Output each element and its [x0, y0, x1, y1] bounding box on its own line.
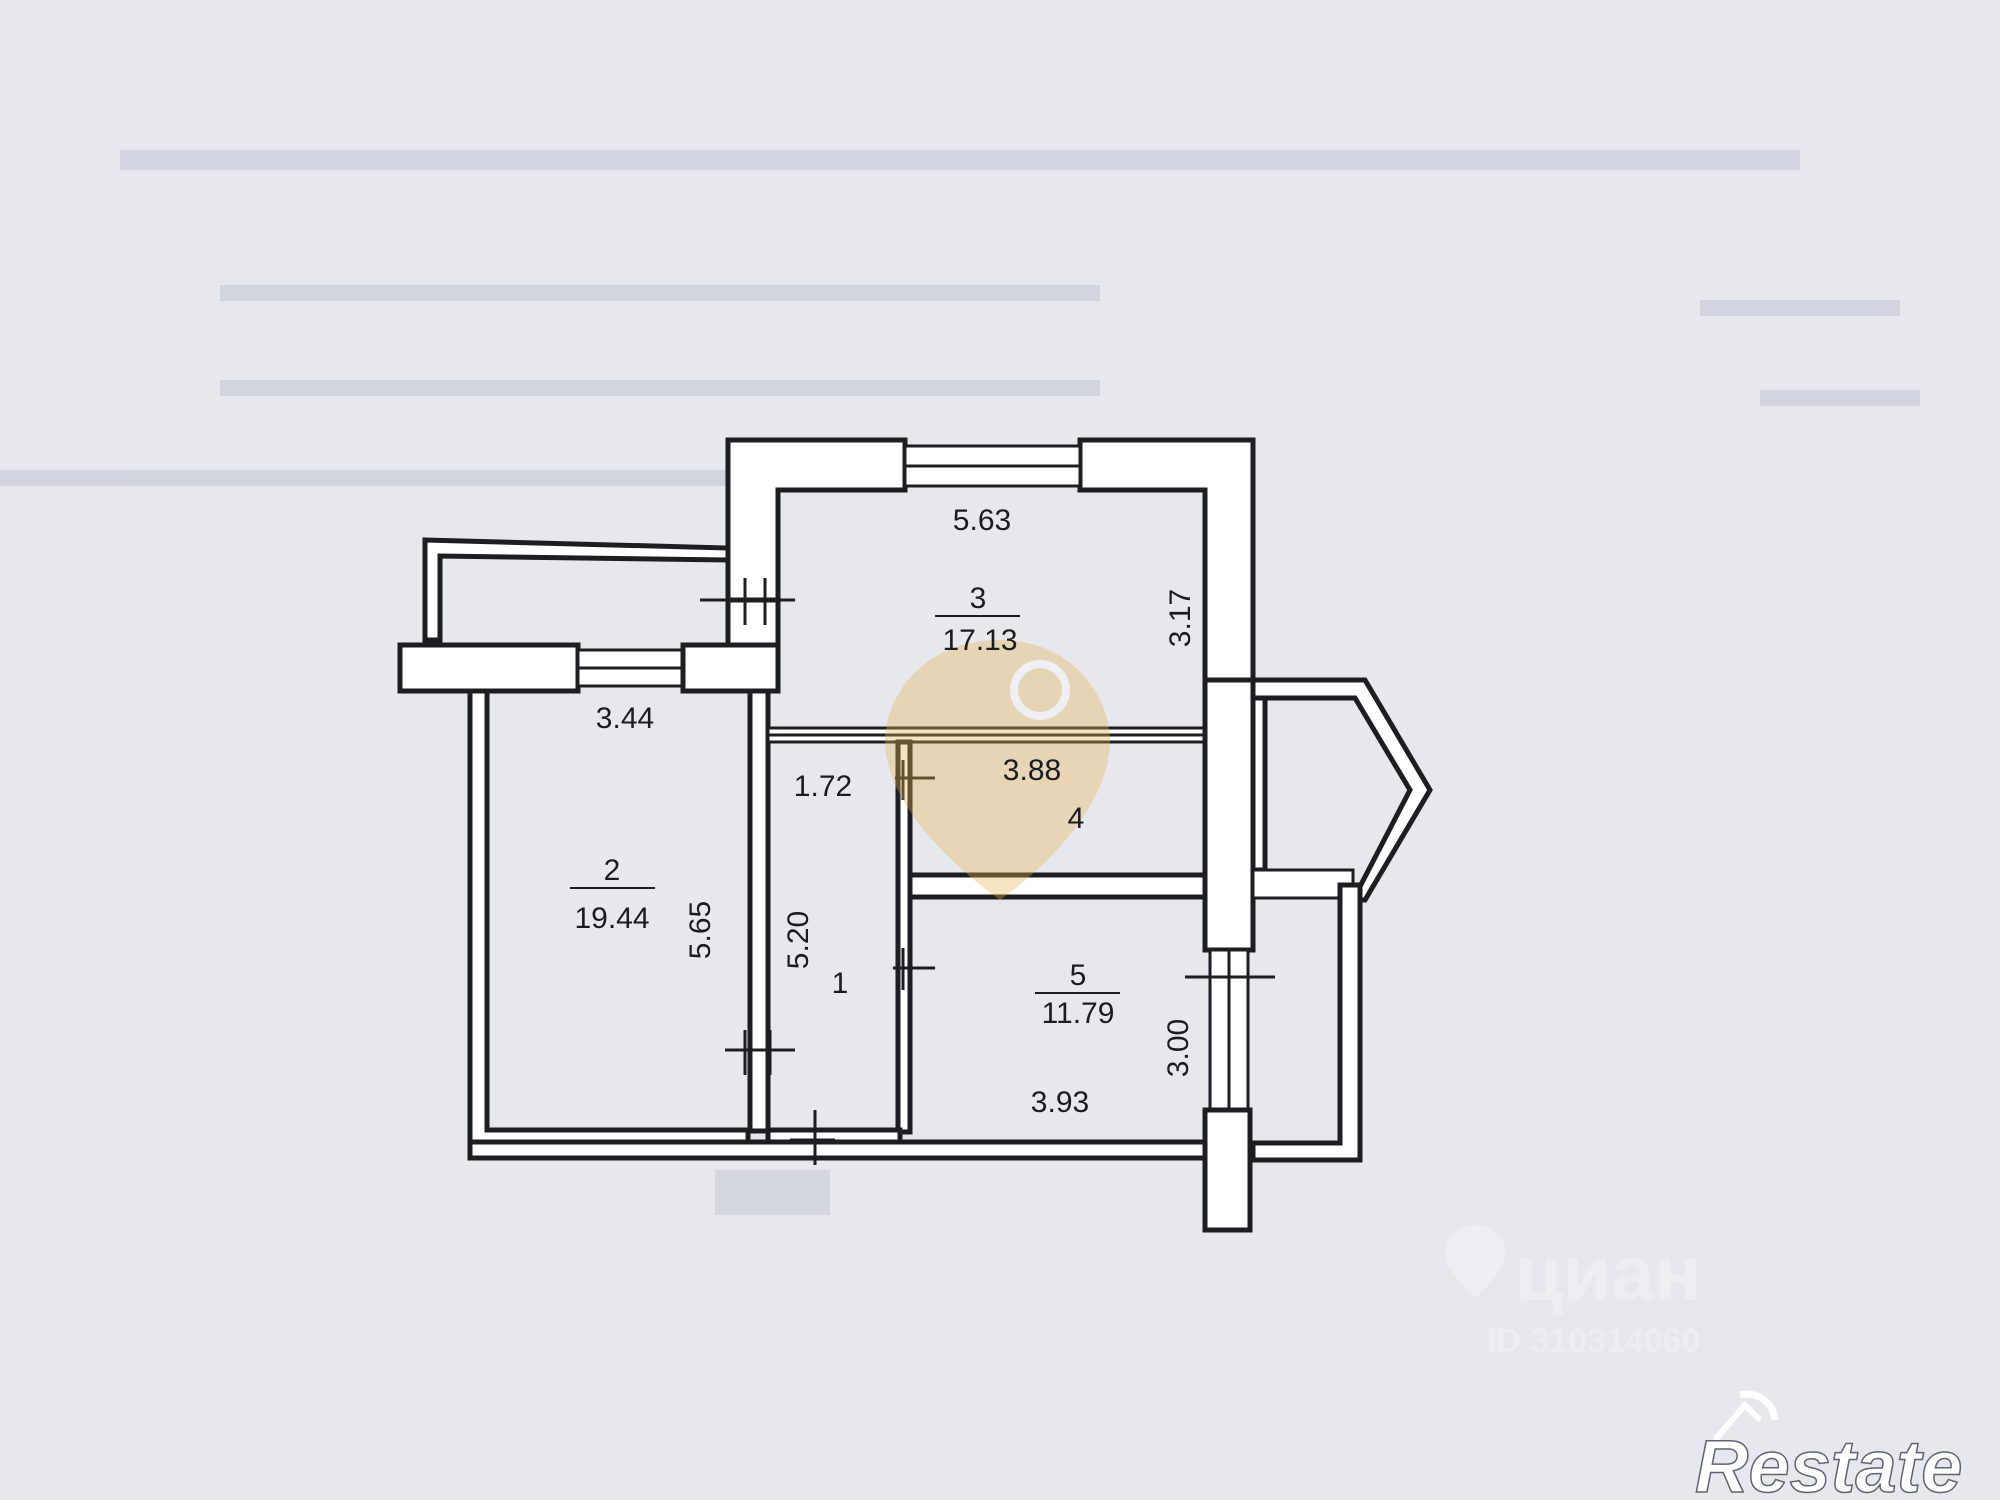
- cian-watermark: циан ID 310314060: [1445, 1225, 1701, 1360]
- wall-room2-top-left: [397, 642, 581, 694]
- cian-listing-id: ID 310314060: [1487, 1322, 1701, 1360]
- room-5-labels: 5 11.79 3.93 3.00: [1031, 959, 1195, 1119]
- wall-room2-top-right: [680, 642, 781, 694]
- cian-logo-text: циан: [1515, 1229, 1701, 1317]
- room-1-dim-width: 1.72: [794, 770, 852, 803]
- bay-window-sill: [1251, 868, 1355, 900]
- room-3-area: 17.13: [942, 624, 1017, 657]
- room-2-labels: 3.44 2 19.44 5.65: [570, 702, 717, 959]
- room-2-area: 19.44: [574, 902, 649, 935]
- room-2-dim-width: 3.44: [596, 702, 654, 735]
- partition-room4-room5: [907, 872, 1209, 900]
- room-1-dim-height: 5.20: [782, 911, 815, 969]
- walls: [397, 437, 1433, 1233]
- room-4-labels: 3.88 4: [1003, 754, 1085, 835]
- partition-corridor-rooms: [895, 739, 913, 1135]
- loggia-outline: [1250, 882, 1363, 1163]
- location-pin-watermark: [885, 640, 1110, 900]
- bay-inner-wall: [1250, 695, 1268, 873]
- room-5-number: 5: [1070, 959, 1087, 992]
- wall-right-upper: [1202, 677, 1256, 953]
- bleed-through-lines: [0, 150, 1920, 486]
- balcony-left-rail: [422, 537, 731, 643]
- partition-room2-corridor: [747, 688, 771, 1134]
- room-2-dim-height: 5.65: [684, 901, 717, 959]
- room-5-area: 11.79: [1042, 997, 1115, 1030]
- restate-logo: Restate: [1694, 1390, 1963, 1500]
- room-4-number: 4: [1068, 802, 1085, 835]
- room-2-number: 2: [604, 854, 621, 887]
- room-3-dim-width: 5.63: [953, 504, 1011, 537]
- room-3-labels: 5.63 3 17.13 3.17: [935, 504, 1197, 657]
- redaction-smudge: [715, 1170, 830, 1215]
- room-1-number: 1: [832, 967, 849, 1000]
- room-1-labels: 1.72 5.20 1: [782, 770, 852, 1000]
- wall-right-lower: [1202, 1107, 1253, 1233]
- restate-logo-text: Restate: [1695, 1425, 1962, 1500]
- room-5-dim-width: 3.93: [1031, 1086, 1089, 1119]
- room-3-number: 3: [970, 582, 987, 615]
- room-5-dim-height: 3.00: [1162, 1019, 1195, 1077]
- room-4-dim-width: 3.88: [1003, 754, 1061, 787]
- room-3-dim-height: 3.17: [1164, 589, 1197, 647]
